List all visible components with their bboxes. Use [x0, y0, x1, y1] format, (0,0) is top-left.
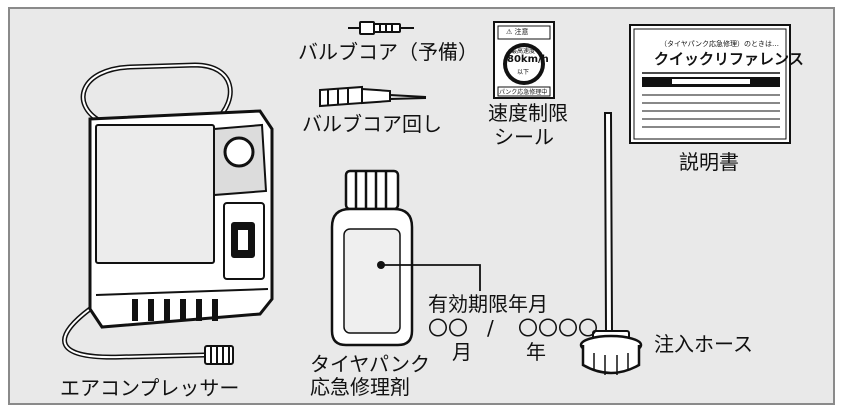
sticker-footer-text: パンク応急修理中: [499, 89, 548, 96]
label-expiry-year-value: 〇〇〇〇: [518, 316, 598, 340]
expiry-leader-line: [377, 261, 481, 291]
valve-core-tool-icon: [319, 85, 427, 108]
label-compressor: エアコンプレッサー: [60, 376, 240, 400]
label-valve-core-spare: バルブコア（予備）: [298, 40, 478, 64]
label-valve-core-tool: バルブコア回し: [302, 112, 442, 136]
sticker-caution-text: ⚠ 注意: [506, 28, 529, 36]
label-expiry-month-unit: 月: [452, 340, 472, 364]
valve-core-spare-icon: [348, 21, 414, 35]
label-sealant-line2: 応急修理剤: [310, 375, 410, 399]
label-expiry-month-value: 〇〇: [428, 316, 468, 340]
label-expiry-year-unit: 年: [526, 340, 546, 364]
sticker-top-text: 最高速度: [511, 48, 536, 55]
sticker-speed-text: 80km/h: [507, 54, 549, 65]
injection-hose: [579, 112, 643, 375]
speed-limit-sticker: [493, 21, 555, 99]
label-manual: 説明書: [679, 150, 739, 174]
label-speed-sticker-line1: 速度制限: [488, 101, 568, 125]
illustration-canvas: [62, 21, 791, 375]
label-expiry-title: 有効期限年月: [428, 292, 548, 316]
manual-cover-title: クイックリファレンス: [654, 50, 804, 68]
air-compressor: [62, 62, 274, 365]
label-sealant-line1: タイヤパンク: [310, 352, 430, 376]
sticker-bottom-text: 以下: [517, 69, 530, 76]
instruction-manual: [629, 24, 791, 144]
label-speed-sticker-line2: シール: [494, 125, 554, 149]
manual-cover-small-text: （タイヤパンク応急修理）のときは…: [660, 40, 779, 48]
label-injection-hose: 注入ホース: [654, 332, 753, 356]
sealant-bottle: [330, 169, 414, 347]
diagram-panel: ⚠ 注意 最高速度 80km/h 以下 パンク応急修理中 （タイヤパンク応急修理…: [8, 7, 835, 405]
label-expiry-slash: /: [487, 316, 494, 340]
